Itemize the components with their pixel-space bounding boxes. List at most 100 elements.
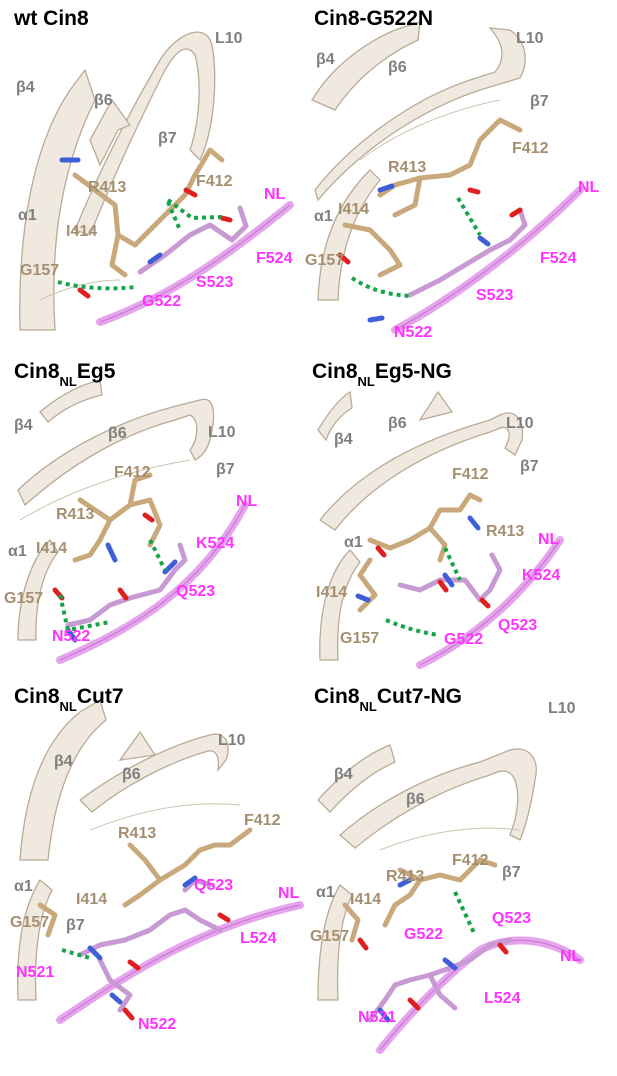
label-beta7: β7: [66, 917, 85, 934]
protein-structure-render: [17, 699, 304, 1024]
panel-cin8nl-eg5: Cin8NLEg5 β4 β6 β7 L10 α1 R413 F412 I414…: [4, 360, 258, 664]
label-res-c: L524: [484, 990, 521, 1007]
label-i414: I414: [66, 223, 97, 240]
hbond-line: [443, 547, 462, 581]
label-i414: I414: [36, 540, 67, 557]
label-alpha1: α1: [314, 208, 333, 225]
panel-title: Cin8NLCut7-NG: [314, 685, 462, 714]
panel-cin8nl-eg5-ng: Cin8NLEg5-NG β4 β6 β7 L10 α1 R413 F412 I…: [312, 360, 564, 669]
protein-structure-render: [317, 390, 564, 669]
label-i414: I414: [316, 584, 347, 601]
label-res-a: K524: [196, 535, 234, 552]
label-alpha1: α1: [14, 878, 33, 895]
label-beta4: β4: [316, 51, 335, 68]
label-res-d: N521: [358, 1009, 396, 1026]
label-r413: R413: [56, 506, 94, 523]
label-g157: G157: [310, 928, 349, 945]
label-beta4: β4: [14, 417, 33, 434]
label-res-a: F524: [540, 250, 577, 267]
label-g157: G157: [20, 262, 59, 279]
label-beta6: β6: [406, 791, 425, 808]
label-l10: L10: [215, 30, 243, 47]
hbond-line: [166, 201, 182, 231]
label-beta7: β7: [502, 864, 521, 881]
label-nl: NL: [578, 179, 600, 196]
label-f412: F412: [196, 173, 233, 190]
label-i414: I414: [350, 891, 381, 908]
panel-title: Cin8NLCut7: [14, 685, 124, 714]
label-i414: I414: [76, 891, 107, 908]
label-beta7: β7: [520, 458, 539, 475]
label-f412: F412: [452, 852, 489, 869]
hbond-line: [350, 276, 411, 298]
label-nl: NL: [278, 885, 300, 902]
label-g157: G157: [4, 590, 43, 607]
panel-title: Cin8-G522N: [314, 7, 433, 30]
panel-title: Cin8NLEg5-NG: [312, 360, 452, 389]
label-res-b: S523: [476, 287, 513, 304]
label-beta4: β4: [334, 766, 353, 783]
label-res-b: L524: [240, 930, 277, 947]
label-l10: L10: [506, 415, 534, 432]
label-g157: G157: [340, 630, 379, 647]
label-nl: NL: [560, 948, 582, 965]
label-r413: R413: [388, 159, 426, 176]
hbond-line: [61, 948, 91, 960]
label-g157: G157: [10, 914, 49, 931]
hbond-line: [58, 594, 111, 633]
label-r413: R413: [386, 868, 424, 885]
panel-wt-cin8: wt Cin8 β4 β6 β7 L10 α1 R413 F412 I414 G…: [13, 7, 294, 331]
label-nl: NL: [538, 531, 560, 548]
label-alpha1: α1: [316, 884, 335, 901]
label-nl: NL: [264, 186, 286, 203]
protein-structure-render: [17, 379, 249, 664]
label-l10: L10: [218, 732, 246, 749]
label-beta6: β6: [108, 425, 127, 442]
label-beta4: β4: [334, 431, 353, 448]
label-res-d: N522: [138, 1016, 176, 1033]
protein-structure-render: [317, 744, 584, 1054]
panel-title: Cin8NLEg5: [14, 360, 116, 389]
label-res-a: Q523: [492, 910, 531, 927]
label-res-c: N522: [52, 628, 90, 645]
label-l10: L10: [516, 30, 544, 47]
label-beta6: β6: [122, 766, 141, 783]
label-beta7: β7: [158, 130, 177, 147]
label-res-a: F524: [256, 250, 293, 267]
label-beta4: β4: [16, 79, 35, 96]
label-f412: F412: [512, 140, 549, 157]
label-beta7: β7: [216, 461, 235, 478]
label-beta7: β7: [530, 93, 549, 110]
label-alpha1: α1: [8, 543, 27, 560]
label-r413: R413: [486, 523, 524, 540]
panel-cin8nl-cut7: Cin8NLCut7 β4 β6 β7 L10 α1 R413 F412 I41…: [10, 685, 304, 1033]
label-beta6: β6: [94, 92, 113, 109]
panel-cin8nl-cut7-ng: Cin8NLCut7-NG β4 β6 β7 L10 α1 R413 F412 …: [310, 685, 584, 1054]
label-alpha1: α1: [18, 207, 37, 224]
panel-cin8-g522n: Cin8-G522N β4 β6 β7 L10 α1 R413 F412 I41…: [305, 7, 600, 341]
label-res-c: N521: [16, 964, 54, 981]
hbond-line: [385, 618, 439, 637]
hbond-line: [453, 891, 477, 936]
label-alpha1: α1: [344, 534, 363, 551]
label-beta4: β4: [54, 753, 73, 770]
label-beta6: β6: [388, 59, 407, 76]
protein-structure-render: [19, 31, 294, 331]
label-r413: R413: [118, 825, 156, 842]
label-f412: F412: [452, 466, 489, 483]
label-nl: NL: [236, 493, 258, 510]
label-res-b: G522: [404, 926, 443, 943]
label-l10: L10: [208, 424, 236, 441]
hbond-line: [57, 280, 136, 291]
label-res-c: G522: [444, 631, 483, 648]
label-g157: G157: [305, 252, 344, 269]
protein-structure-render: [311, 21, 584, 334]
label-res-b: Q523: [498, 617, 537, 634]
label-res-c: N522: [394, 324, 432, 341]
label-res-b: Q523: [176, 583, 215, 600]
label-f412: F412: [244, 812, 281, 829]
hbond-line: [166, 198, 224, 221]
label-f412: F412: [114, 464, 151, 481]
label-l10: L10: [548, 700, 576, 717]
hbond-line: [456, 196, 482, 237]
